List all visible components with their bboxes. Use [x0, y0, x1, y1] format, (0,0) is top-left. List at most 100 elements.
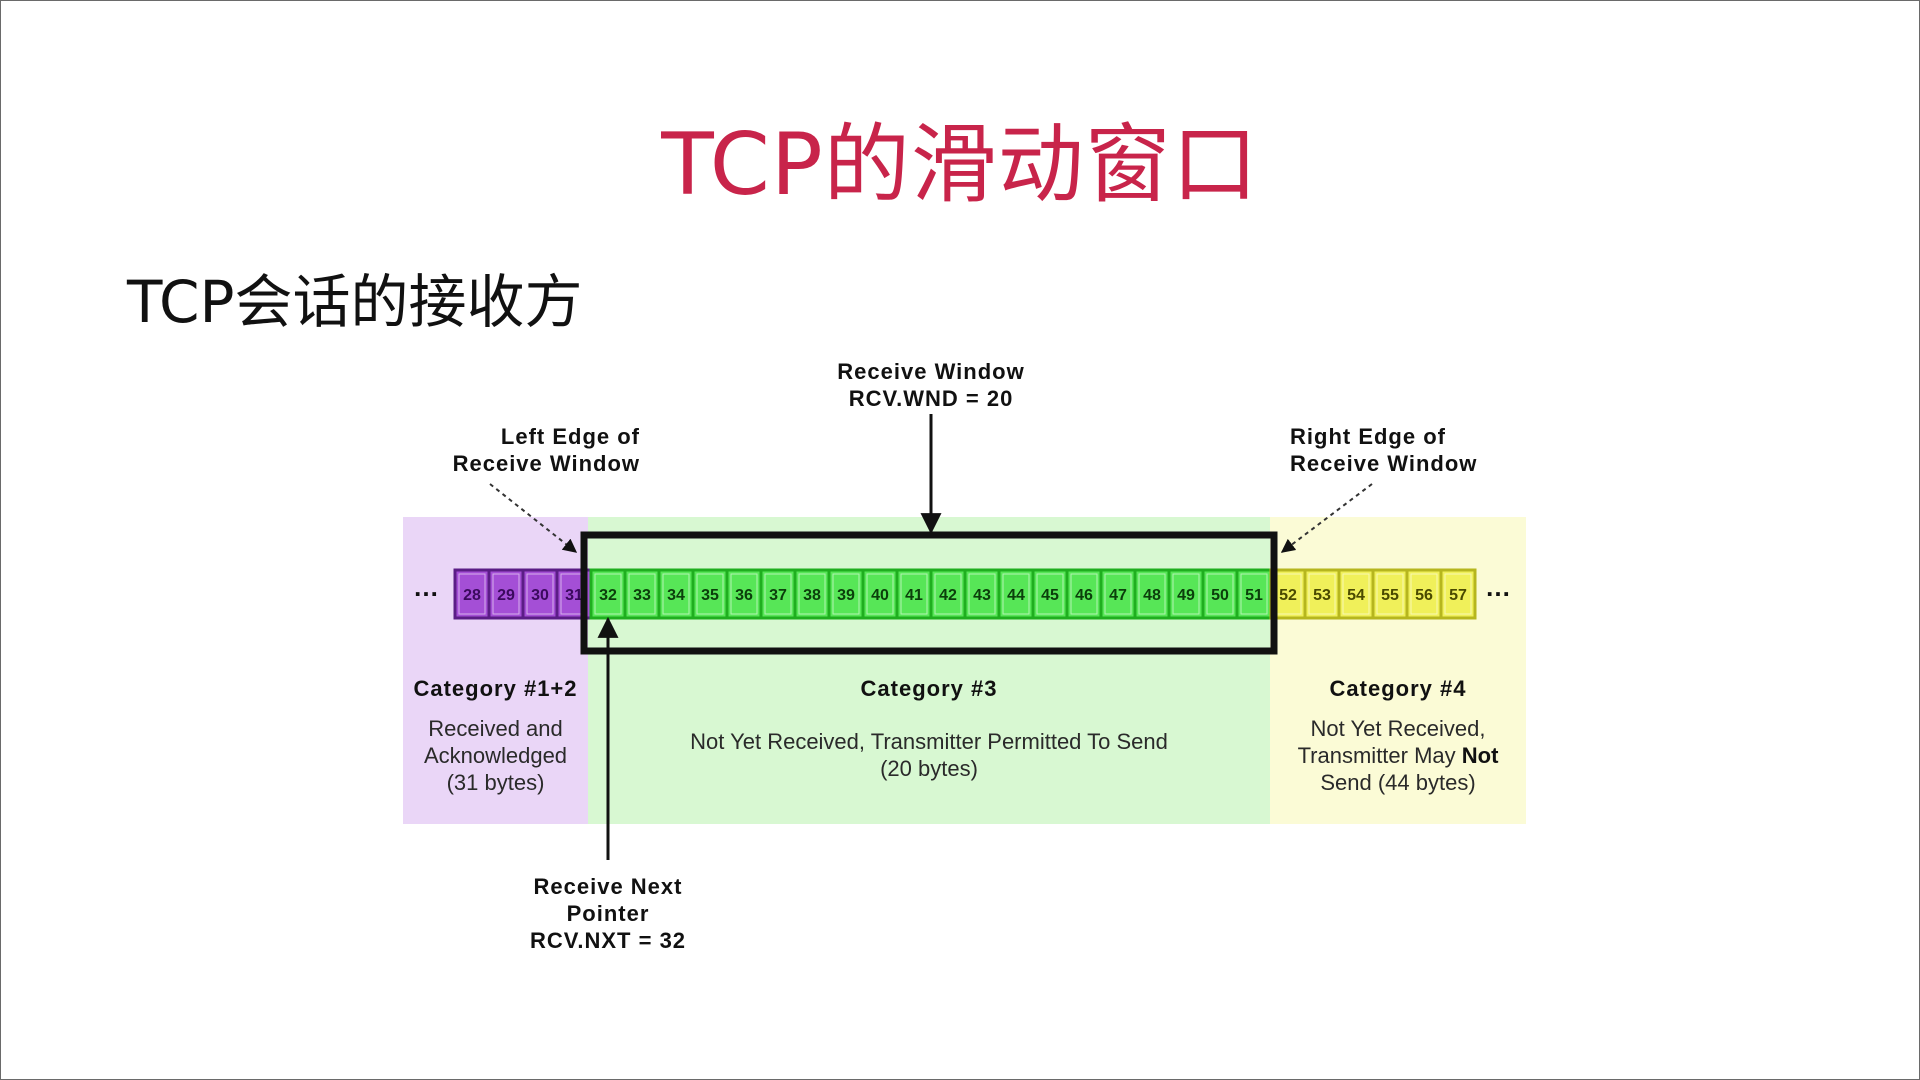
byte-cell-28 [453, 568, 491, 620]
byte-cell-56 [1405, 568, 1443, 620]
byte-cell-inner-53 [1308, 573, 1336, 615]
category-3-description-line1: Not Yet Received, Transmitter Permitted … [690, 729, 1168, 754]
category-4-description-line1: Not Yet Received, [1270, 715, 1526, 742]
byte-cell-50 [1201, 568, 1239, 620]
byte-label-46: 46 [1075, 587, 1093, 604]
receive-next-label: Receive Next Pointer RCV.NXT = 32 [478, 873, 738, 954]
region-received-acknowledged [403, 517, 588, 824]
region-not-permitted [1270, 517, 1526, 824]
byte-label-54: 54 [1347, 587, 1365, 604]
slide-title: TCP的滑动窗口 [661, 115, 1259, 215]
byte-cell-47 [1099, 568, 1137, 620]
byte-cell-inner-28 [458, 573, 486, 615]
byte-cell-inner-56 [1410, 573, 1438, 615]
byte-label-40: 40 [871, 587, 889, 604]
category-1-2-description-line1: Received and [428, 716, 563, 741]
byte-cell-inner-40 [866, 573, 894, 615]
byte-label-55: 55 [1381, 587, 1399, 604]
byte-cell-inner-43 [968, 573, 996, 615]
receive-window-label: Receive Window RCV.WND = 20 [781, 358, 1081, 412]
byte-cell-inner-37 [764, 573, 792, 615]
byte-label-28: 28 [463, 587, 481, 604]
byte-label-50: 50 [1211, 587, 1229, 604]
byte-cell-inner-38 [798, 573, 826, 615]
byte-label-41: 41 [905, 587, 923, 604]
byte-cell-inner-45 [1036, 573, 1064, 615]
right-edge-label-line1: Right Edge of [1290, 424, 1446, 449]
receive-next-label-line1: Receive Next [533, 874, 683, 899]
byte-label-44: 44 [1007, 587, 1025, 604]
left-edge-label: Left Edge of Receive Window [380, 423, 640, 477]
byte-cell-29 [487, 568, 525, 620]
category-4-description-line2: Transmitter May Not [1270, 742, 1526, 769]
byte-cell-inner-32 [594, 573, 622, 615]
category-1-2-description-line2: Acknowledged [423, 743, 568, 768]
byte-cell-43 [963, 568, 1001, 620]
byte-label-43: 43 [973, 587, 991, 604]
byte-label-38: 38 [803, 587, 821, 604]
byte-cell-49 [1167, 568, 1205, 620]
category-1-2-description: Received and Acknowledged (31 bytes) [403, 715, 588, 796]
byte-cell-40 [861, 568, 899, 620]
byte-label-33: 33 [633, 587, 651, 604]
byte-cell-36 [725, 568, 763, 620]
byte-cell-inner-30 [526, 573, 554, 615]
byte-cell-44 [997, 568, 1035, 620]
byte-cell-30 [521, 568, 559, 620]
category-3-description: Not Yet Received, Transmitter Permitted … [588, 728, 1270, 782]
byte-cell-inner-50 [1206, 573, 1234, 615]
left-edge-label-line1: Left Edge of [500, 424, 640, 449]
left-edge-arrow [489, 483, 578, 553]
byte-label-51: 51 [1245, 587, 1263, 604]
byte-cell-inner-29 [492, 573, 520, 615]
byte-label-32: 32 [599, 587, 617, 604]
byte-cell-inner-54 [1342, 573, 1370, 615]
byte-label-52: 52 [1279, 587, 1297, 604]
byte-label-53: 53 [1313, 587, 1331, 604]
receive-window-label-line1: Receive Window [837, 359, 1025, 384]
byte-cell-inner-42 [934, 573, 962, 615]
slide-subtitle: TCP会话的接收方 [127, 268, 583, 336]
byte-cell-45 [1031, 568, 1069, 620]
receive-next-label-line2: Pointer [566, 901, 650, 926]
byte-cell-39 [827, 568, 865, 620]
byte-label-34: 34 [667, 587, 685, 604]
receive-next-label-line3: RCV.NXT = 32 [529, 928, 687, 953]
byte-cell-inner-57 [1444, 573, 1472, 615]
byte-cell-33 [623, 568, 661, 620]
byte-label-35: 35 [701, 587, 719, 604]
byte-label-39: 39 [837, 587, 855, 604]
receive-window-label-line2: RCV.WND = 20 [848, 386, 1014, 411]
category-4-description-line3: Send (44 bytes) [1270, 769, 1526, 796]
byte-cell-inner-44 [1002, 573, 1030, 615]
byte-cell-51 [1235, 568, 1273, 620]
byte-label-36: 36 [735, 587, 753, 604]
byte-cell-inner-35 [696, 573, 724, 615]
byte-cell-inner-33 [628, 573, 656, 615]
byte-label-42: 42 [939, 587, 957, 604]
byte-cell-inner-47 [1104, 573, 1132, 615]
category-3-title: Category #3 [860, 676, 998, 701]
category-1-2-description-line3: (31 bytes) [446, 770, 545, 795]
byte-cell-37 [759, 568, 797, 620]
byte-cell-inner-41 [900, 573, 928, 615]
receive-window-outline [580, 531, 1278, 655]
byte-cell-32 [589, 568, 627, 620]
right-edge-label-line2: Receive Window [1290, 451, 1478, 476]
byte-cell-48 [1133, 568, 1171, 620]
byte-cell-inner-39 [832, 573, 860, 615]
byte-label-47: 47 [1109, 587, 1127, 604]
byte-cell-inner-34 [662, 573, 690, 615]
right-edge-arrow [1280, 483, 1373, 553]
category-1-2-title: Category #1+2 [413, 676, 578, 701]
byte-cell-inner-51 [1240, 573, 1268, 615]
byte-cell-57 [1439, 568, 1477, 620]
byte-cell-54 [1337, 568, 1375, 620]
byte-label-31: 31 [565, 587, 583, 604]
byte-label-49: 49 [1177, 587, 1195, 604]
category-4-description-segment: Not Yet Received, [1310, 716, 1486, 741]
byte-label-37: 37 [769, 587, 787, 604]
